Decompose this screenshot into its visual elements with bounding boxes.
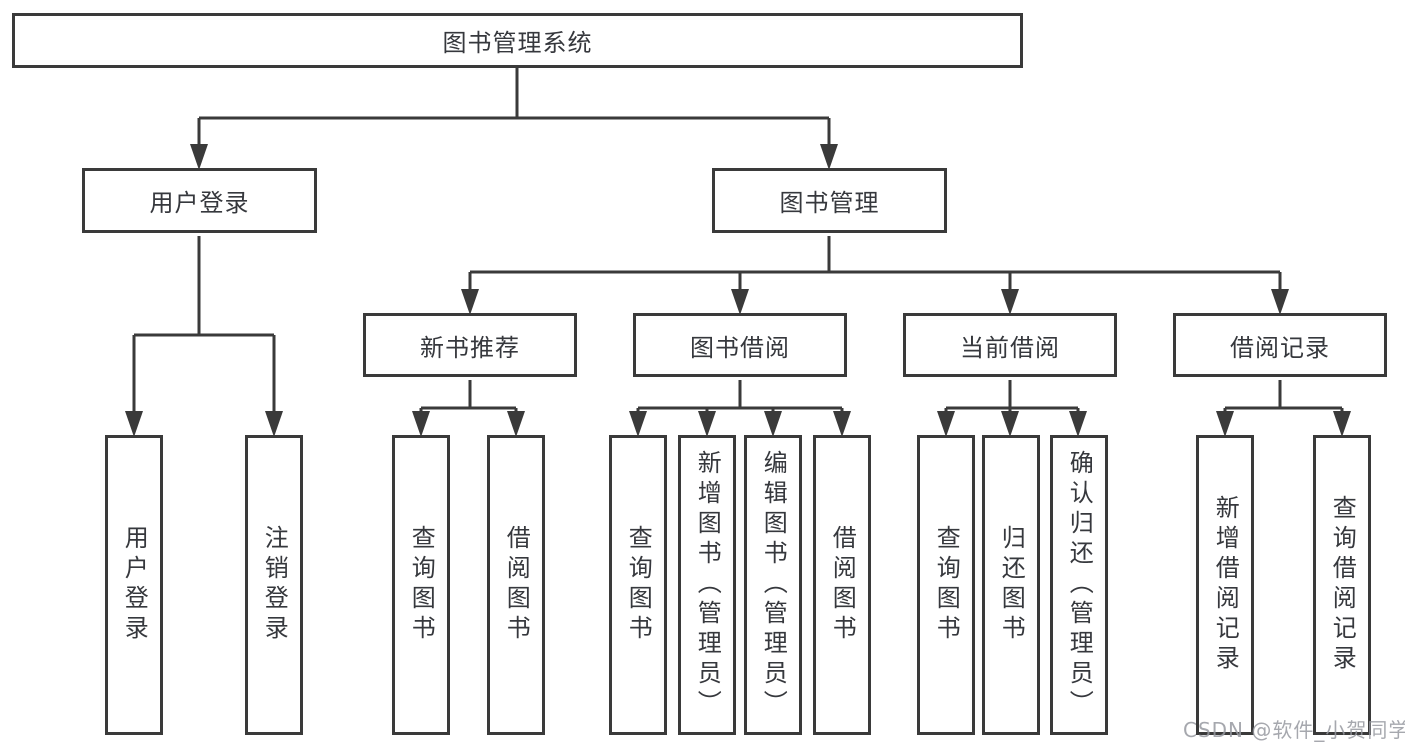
- arrowhead-icons: [125, 144, 1351, 437]
- node-label: 查询图书: [407, 525, 436, 645]
- node-label: 用户登录: [120, 525, 149, 645]
- leaf-borrow-books: 借阅图书: [813, 435, 871, 735]
- node-label: 查询借阅记录: [1328, 495, 1357, 675]
- node-label: 新书推荐: [420, 333, 520, 362]
- node-label: 归还图书: [997, 525, 1026, 645]
- node-label: 编辑图书（管理员）: [759, 450, 788, 720]
- node-label: 新增借阅记录: [1211, 495, 1240, 675]
- leaf-borrow-books-recommend: 借阅图书: [487, 435, 545, 735]
- leaf-logout: 注销登录: [245, 435, 303, 735]
- leaf-query-borrow-record: 查询借阅记录: [1313, 435, 1371, 735]
- node-label: 查询图书: [932, 525, 961, 645]
- node-current-borrowing: 当前借阅: [903, 313, 1117, 377]
- node-root-system: 图书管理系统: [12, 13, 1023, 68]
- node-new-book-recommend: 新书推荐: [363, 313, 577, 377]
- leaf-return-books: 归还图书: [982, 435, 1040, 735]
- node-label: 借阅图书: [502, 525, 531, 645]
- node-label: 借阅记录: [1230, 333, 1330, 362]
- node-book-borrowing: 图书借阅: [633, 313, 847, 377]
- csdn-watermark: CSDN @软件_小贺同学: [1183, 718, 1405, 742]
- node-user-login-branch: 用户登录: [82, 168, 317, 233]
- node-label: 注销登录: [260, 525, 289, 645]
- leaf-query-books-recommend: 查询图书: [392, 435, 450, 735]
- node-label: 借阅图书: [828, 525, 857, 645]
- node-label: 新增图书（管理员）: [693, 450, 722, 720]
- node-label: 用户登录: [149, 189, 250, 217]
- leaf-add-borrow-record: 新增借阅记录: [1196, 435, 1254, 735]
- leaf-add-books-admin: 新增图书（管理员）: [678, 435, 736, 735]
- leaf-user-login: 用户登录: [105, 435, 163, 735]
- node-label: 图书借阅: [690, 333, 790, 362]
- node-borrowing-records: 借阅记录: [1173, 313, 1387, 377]
- node-label: 当前借阅: [960, 333, 1060, 362]
- node-label: 图书管理系统: [442, 29, 593, 57]
- leaf-confirm-return-admin: 确认归还（管理员）: [1050, 435, 1108, 735]
- node-book-management-branch: 图书管理: [712, 168, 947, 233]
- leaf-query-books-borrowing: 查询图书: [609, 435, 667, 735]
- node-label: 图书管理: [779, 189, 880, 217]
- connector-lines: [132, 67, 1344, 418]
- node-label: 查询图书: [624, 525, 653, 645]
- leaf-edit-books-admin: 编辑图书（管理员）: [744, 435, 802, 735]
- leaf-query-books-current: 查询图书: [917, 435, 975, 735]
- node-label: 确认归还（管理员）: [1065, 450, 1094, 720]
